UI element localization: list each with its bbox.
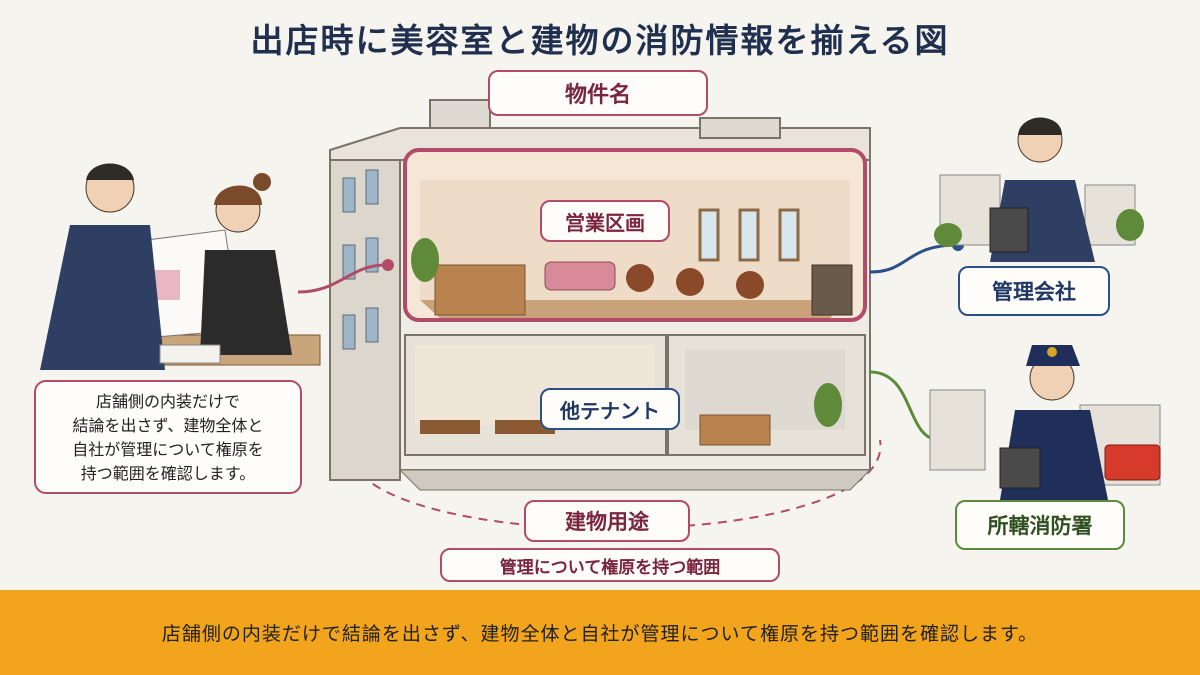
- note-line: 店舗側の内装だけで: [95, 392, 240, 411]
- other-tenants-label: 他テナント: [540, 388, 680, 430]
- connector-management: [869, 243, 959, 274]
- management-company-label: 管理会社: [958, 266, 1110, 316]
- consultants-icon: [40, 163, 321, 370]
- note-line: 自社が管理について権原を: [72, 440, 264, 459]
- building-use-label: 建物用途: [524, 500, 690, 542]
- building-icon: [329, 99, 872, 491]
- banner-text: 店舗側の内装だけで結論を出さず、建物全体と自社が管理について権原を持つ範囲を確認…: [161, 623, 1039, 645]
- page-title: 出店時に美容室と建物の消防情報を揃える図: [250, 21, 950, 60]
- note-line: 結論を出さず、建物全体と: [72, 416, 264, 435]
- fire-officer-icon: [929, 345, 1161, 500]
- note-line: 持つ範囲を確認します。: [80, 464, 256, 483]
- business-section-label: 営業区画: [540, 200, 670, 242]
- management-company-icon: [934, 117, 1144, 262]
- bottom-banner: 店舗側の内装だけで結論を出さず、建物全体と自社が管理について権原を持つ範囲を確認…: [0, 590, 1200, 675]
- store-note-box: 店舗側の内装だけで 結論を出さず、建物全体と 自社が管理について権原を 持つ範囲…: [34, 380, 302, 494]
- property-name-label: 物件名: [488, 70, 708, 116]
- fire-station-label: 所轄消防署: [955, 500, 1125, 550]
- connector-left: [297, 263, 386, 294]
- management-scope-label: 管理について権原を持つ範囲: [440, 548, 780, 582]
